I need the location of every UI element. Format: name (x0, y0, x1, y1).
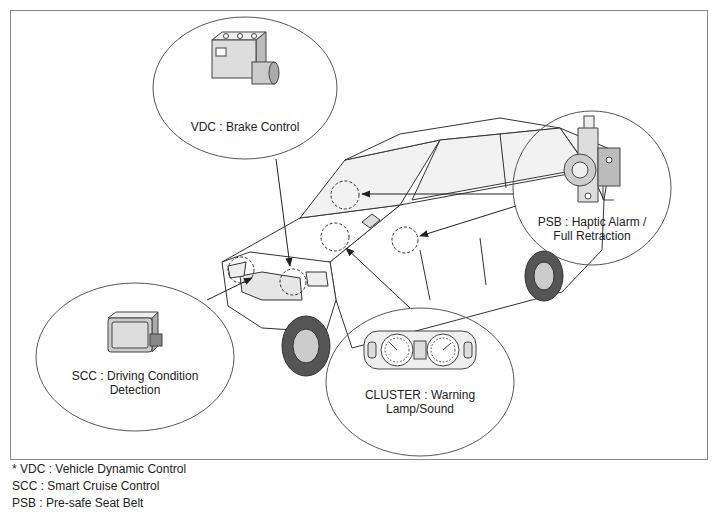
car-drawing-part (420, 238, 486, 300)
leader-arrow (207, 278, 252, 300)
circle-outline (325, 307, 515, 457)
footnote: PSB : Pre-safe Seat Belt (12, 496, 143, 510)
psb-retractor-part (598, 148, 620, 186)
leader-arrow (420, 206, 516, 236)
footnote: SCC : Smart Cruise Control (12, 479, 159, 493)
instrument-cluster-part (464, 342, 472, 358)
vdc-unit-part (252, 34, 257, 39)
car-drawing-part (525, 251, 563, 301)
scc-sensor-part (150, 334, 162, 346)
car-drawing-part (282, 316, 330, 376)
footnote: * VDC : Vehicle Dynamic Control (12, 462, 186, 476)
instrument-cluster-part (364, 331, 476, 369)
leader-arrow (346, 248, 410, 308)
instrument-cluster-part (368, 342, 376, 358)
circle-outline (152, 16, 338, 160)
car-drawing-part (240, 272, 302, 300)
car-drawing-part (534, 262, 554, 290)
target-mark-part (331, 181, 359, 209)
vdc-unit-part (238, 34, 243, 39)
car-drawing-part (412, 128, 588, 200)
target-mark-part (321, 223, 349, 251)
leader-arrow (362, 194, 514, 195)
car-drawing (222, 118, 612, 376)
callout-text: PSB : Haptic Alarm / Full Retraction (527, 215, 657, 243)
car-drawing-part (500, 134, 506, 188)
circle-outline (513, 111, 671, 265)
target-mark-part (280, 269, 306, 295)
car-drawing-part (293, 329, 319, 363)
psb-retractor-part (564, 154, 596, 186)
psb-retractor-part (606, 157, 612, 163)
target-mark (228, 181, 418, 295)
leader-lines (207, 159, 516, 308)
vdc-unit-part (212, 40, 256, 78)
circle-outline (35, 282, 235, 432)
psb-retractor-part (572, 162, 588, 178)
vdc-unit-part (216, 48, 226, 56)
scc-sensor-part (108, 318, 152, 352)
vdc-unit (212, 32, 279, 84)
callout-circle: SCC : Driving Condition Detection (35, 282, 235, 432)
callout-text: VDC : Brake Control (160, 120, 330, 134)
scc-sensor-part (112, 322, 148, 348)
scc-sensor-part (108, 312, 158, 318)
vdc-unit-part (269, 62, 279, 84)
car-drawing-part (306, 272, 328, 286)
psb-retractor (564, 116, 620, 202)
vdc-unit-part (224, 34, 229, 39)
circle-outline (36, 283, 234, 431)
car-drawing-part (362, 214, 380, 228)
scc-sensor (108, 312, 162, 352)
callout-circle: CLUSTER : Warning Lamp/Sound (325, 307, 515, 457)
leader-arrow (276, 159, 290, 266)
car-drawing-part (228, 262, 246, 278)
circle-outline (153, 17, 337, 159)
callout-text: SCC : Driving Condition Detection (55, 369, 215, 397)
circle-outline (326, 308, 514, 456)
panel-border (11, 11, 708, 460)
target-mark-part (392, 227, 418, 253)
callout-circle: PSB : Haptic Alarm / Full Retraction (512, 110, 672, 266)
instrument-cluster-part (414, 341, 426, 359)
psb-retractor-part (603, 186, 614, 200)
instrument-cluster (364, 331, 476, 369)
callout-text: CLUSTER : Warning Lamp/Sound (360, 388, 480, 416)
psb-retractor-part (585, 193, 591, 199)
callout-circle: VDC : Brake Control (152, 16, 338, 160)
